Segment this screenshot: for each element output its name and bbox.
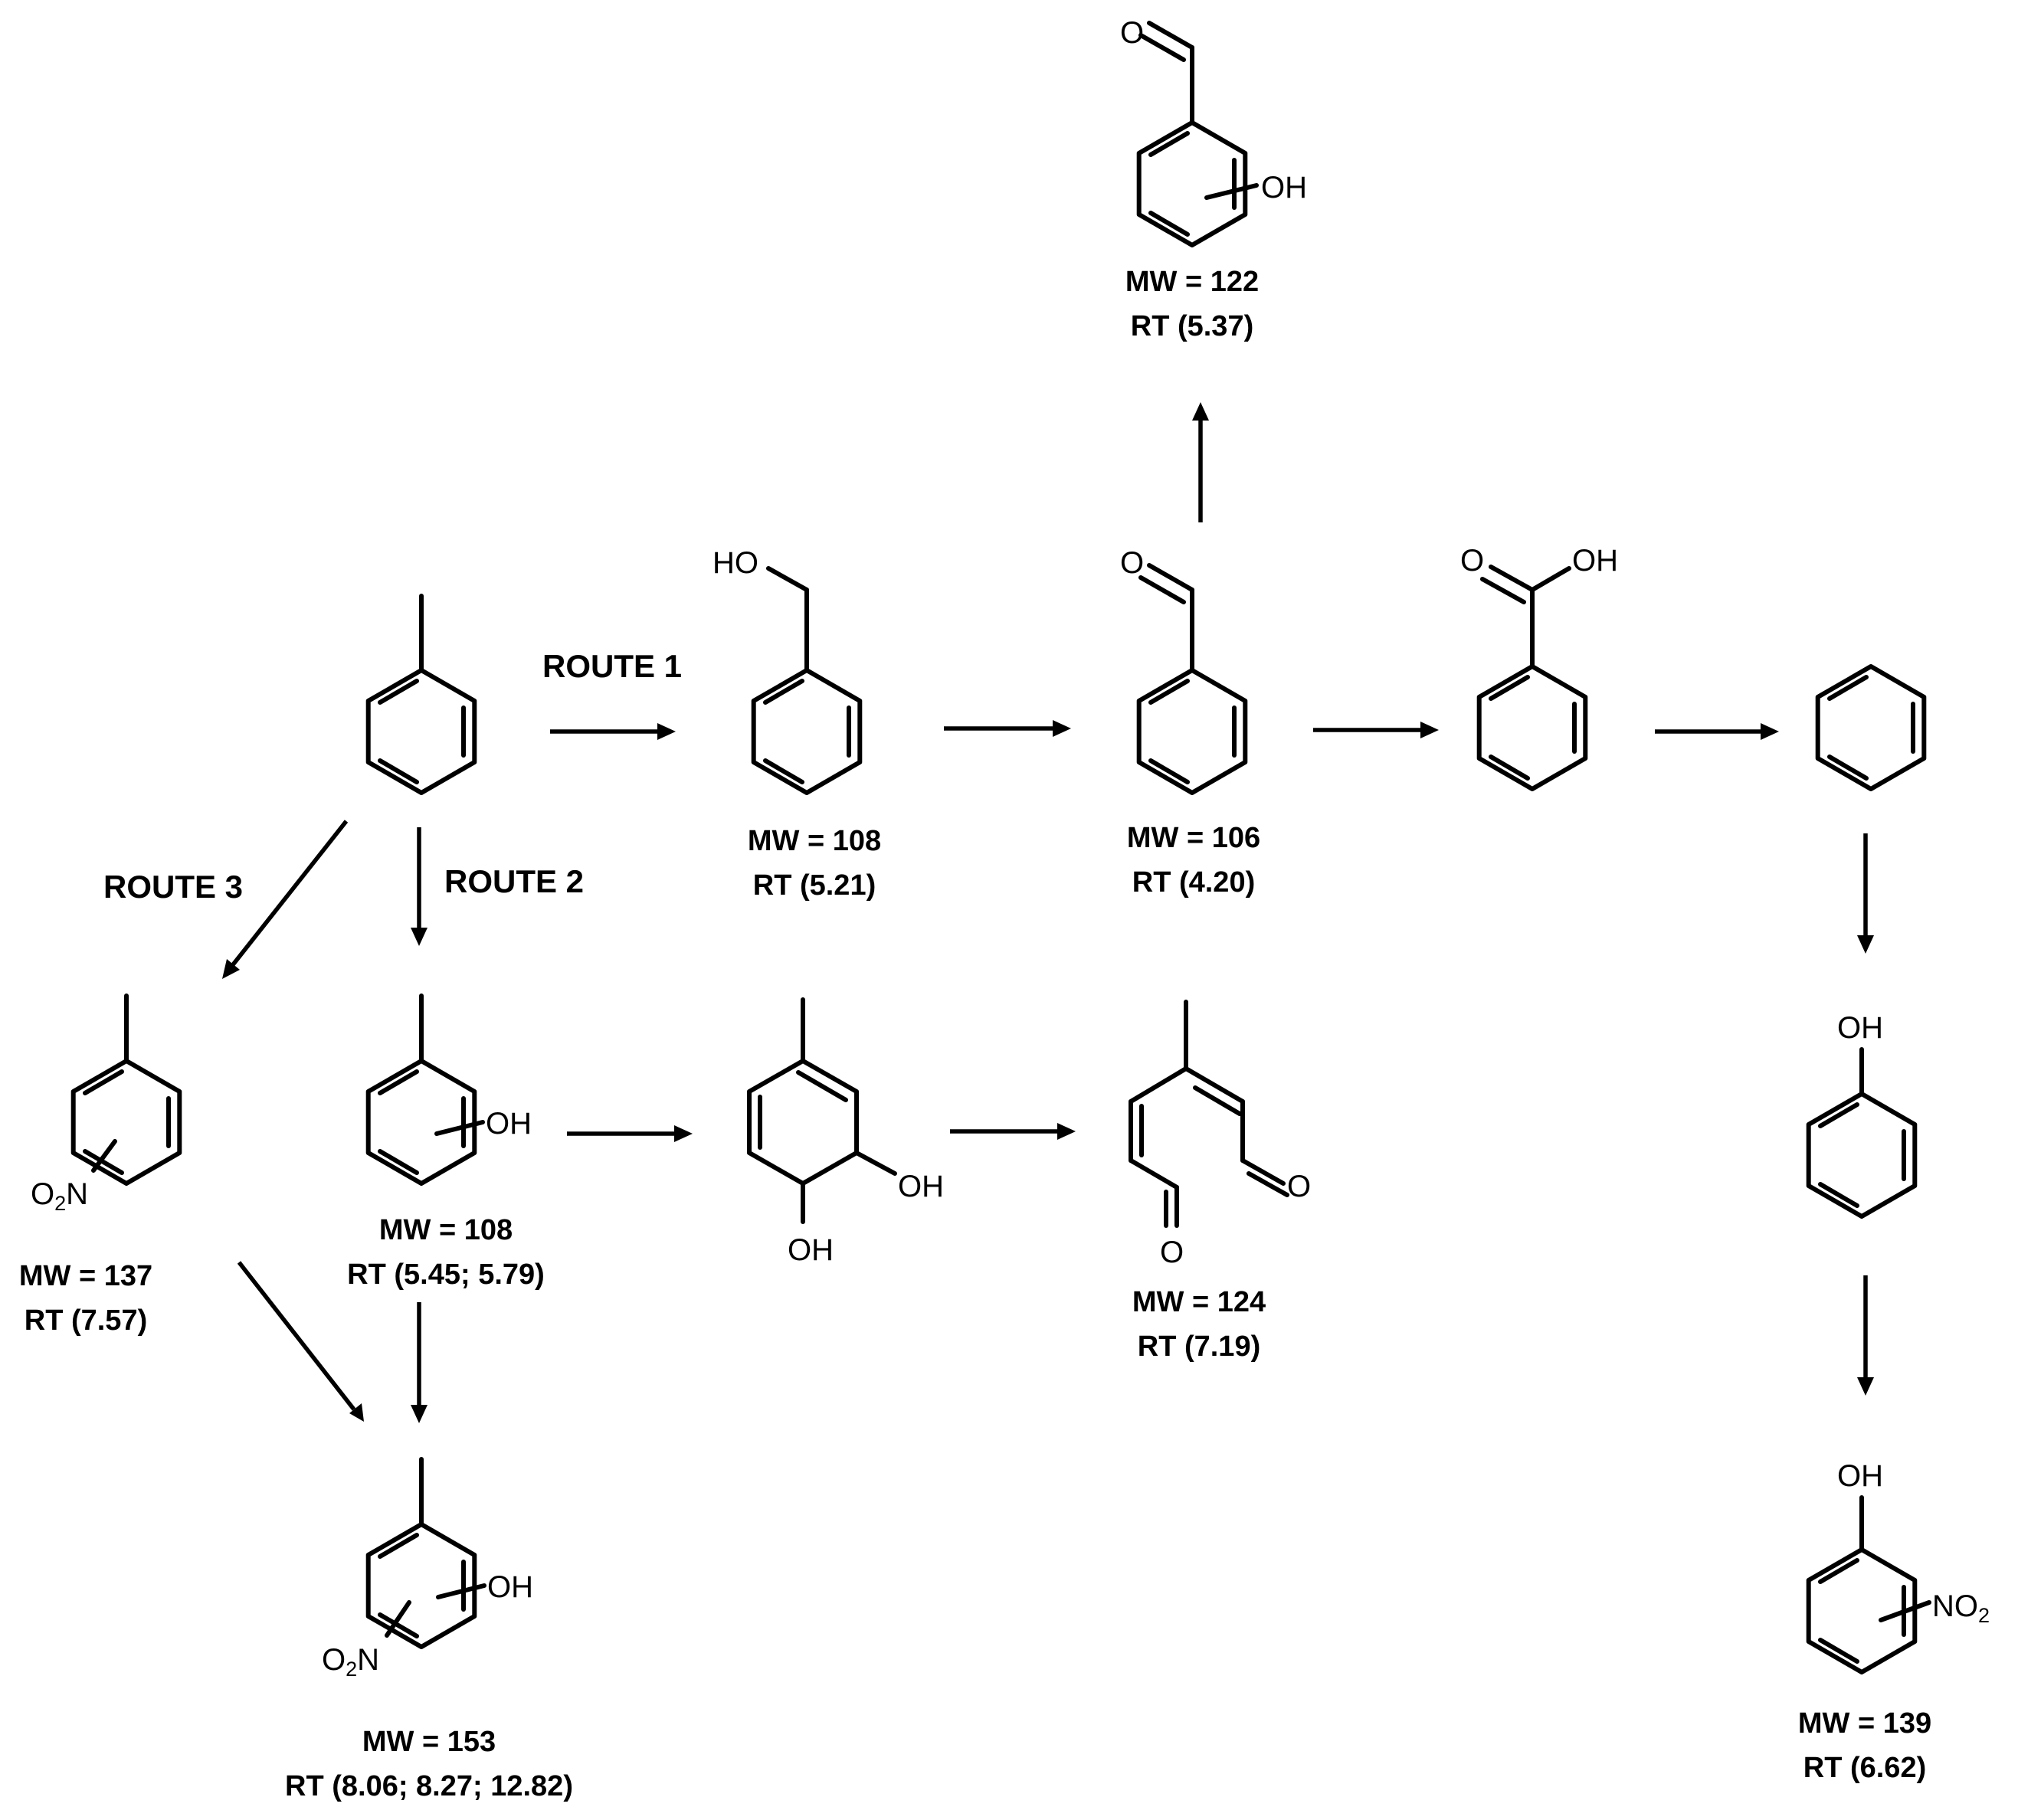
hydroxyl-label: OH [898,1170,944,1203]
nitrotoluene-rt: RT (7.57) [25,1304,147,1337]
carbonyl-oxygen-label: O [1460,544,1484,578]
arrow-route1-toluene-to-benzyl-alcohol [550,723,676,740]
hydroxyl-label: OH [1572,544,1618,578]
arrow-route2-toluene-to-cresol [411,827,428,946]
hydroxyl-label: OH [1837,1011,1883,1045]
benzaldehyde-rt: RT (4.20) [1132,866,1255,899]
arrow-cresol-to-dihydrodiol [567,1125,693,1142]
nitro-group-label: NO2 [1932,1589,1990,1627]
hydroxyl-label: OH [1261,171,1307,205]
nitrophenol-structure: OH NO2 [1809,1459,1990,1672]
benzyl-alcohol-structure: HO [713,546,860,793]
benzaldehyde-mw: MW = 106 [1127,822,1260,854]
arrow-benzaldehyde-to-hydroxybenzaldehyde [1192,402,1209,522]
arrow-route3-toluene-to-nitrotoluene [222,820,349,979]
route-2-label: ROUTE 2 [444,863,584,899]
toluene-structure [369,594,475,793]
cresol-rt: RT (5.45; 5.79) [347,1259,545,1291]
hydroxybenzaldehyde-rt: RT (5.37) [1131,310,1253,342]
methyl-nitrophenol-mw: MW = 153 [362,1726,496,1758]
benzaldehyde-structure: O [1120,546,1245,793]
nitrotoluene-structure: O2N [31,993,179,1215]
hydroxyl-label: OH [487,1570,533,1604]
phenol-structure: OH [1809,1011,1915,1216]
carbonyl-oxygen-label: O [1120,16,1144,50]
nitro-group-label: O2N [31,1177,88,1215]
benzene-structure [1818,666,1925,789]
carbonyl-oxygen-label: O [1287,1170,1311,1203]
arrow-benzoic-acid-to-benzene [1655,723,1779,740]
hydroxyl-label: HO [713,546,758,580]
carbonyl-oxygen-label: O [1120,546,1144,580]
carbonyl-oxygen-label: O [1160,1236,1184,1269]
route-1-label: ROUTE 1 [542,648,682,684]
benzyl-alcohol-mw: MW = 108 [748,825,881,857]
arrow-phenol-to-nitrophenol [1857,1275,1874,1396]
methyl-hexadienedial-structure: O O [1129,1000,1311,1269]
methyl-hexadienedial-mw: MW = 124 [1132,1286,1266,1318]
arrow-benzaldehyde-to-benzoic-acid [1313,722,1439,738]
cresol-mw: MW = 108 [379,1214,513,1246]
arrow-cresol-to-methyl-nitrophenol [411,1302,428,1423]
benzyl-alcohol-rt: RT (5.21) [753,869,876,902]
hydroxyl-label: OH [788,1233,834,1267]
methyl-hexadienedial-rt: RT (7.19) [1138,1331,1260,1363]
hydroxyl-label: OH [1837,1459,1883,1493]
cresol-structure: OH [369,993,532,1183]
benzoic-acid-structure: O OH [1460,544,1618,789]
arrow-nitrotoluene-to-methyl-nitrophenol [237,1261,364,1422]
methyl-nitrophenol-rt: RT (8.06; 8.27; 12.82) [285,1770,573,1802]
methyl-nitrophenol-structure: OH O2N [322,1457,533,1681]
hydroxybenzaldehyde-structure: O OH [1120,16,1307,245]
nitrophenol-rt: RT (6.62) [1803,1752,1926,1784]
hydroxyl-label: OH [486,1107,532,1141]
nitrophenol-mw: MW = 139 [1798,1707,1931,1740]
hydroxybenzaldehyde-mw: MW = 122 [1125,266,1259,298]
arrow-benzyl-alcohol-to-benzaldehyde [944,720,1071,737]
nitrotoluene-mw: MW = 137 [19,1260,152,1292]
arrow-dihydrodiol-to-methyl-hexadienedial [950,1123,1076,1140]
arrow-benzene-to-phenol [1857,833,1874,954]
nitro-group-label: O2N [322,1643,379,1681]
route-3-label: ROUTE 3 [103,869,243,905]
dihydrodiol-structure: OH OH [747,997,944,1267]
